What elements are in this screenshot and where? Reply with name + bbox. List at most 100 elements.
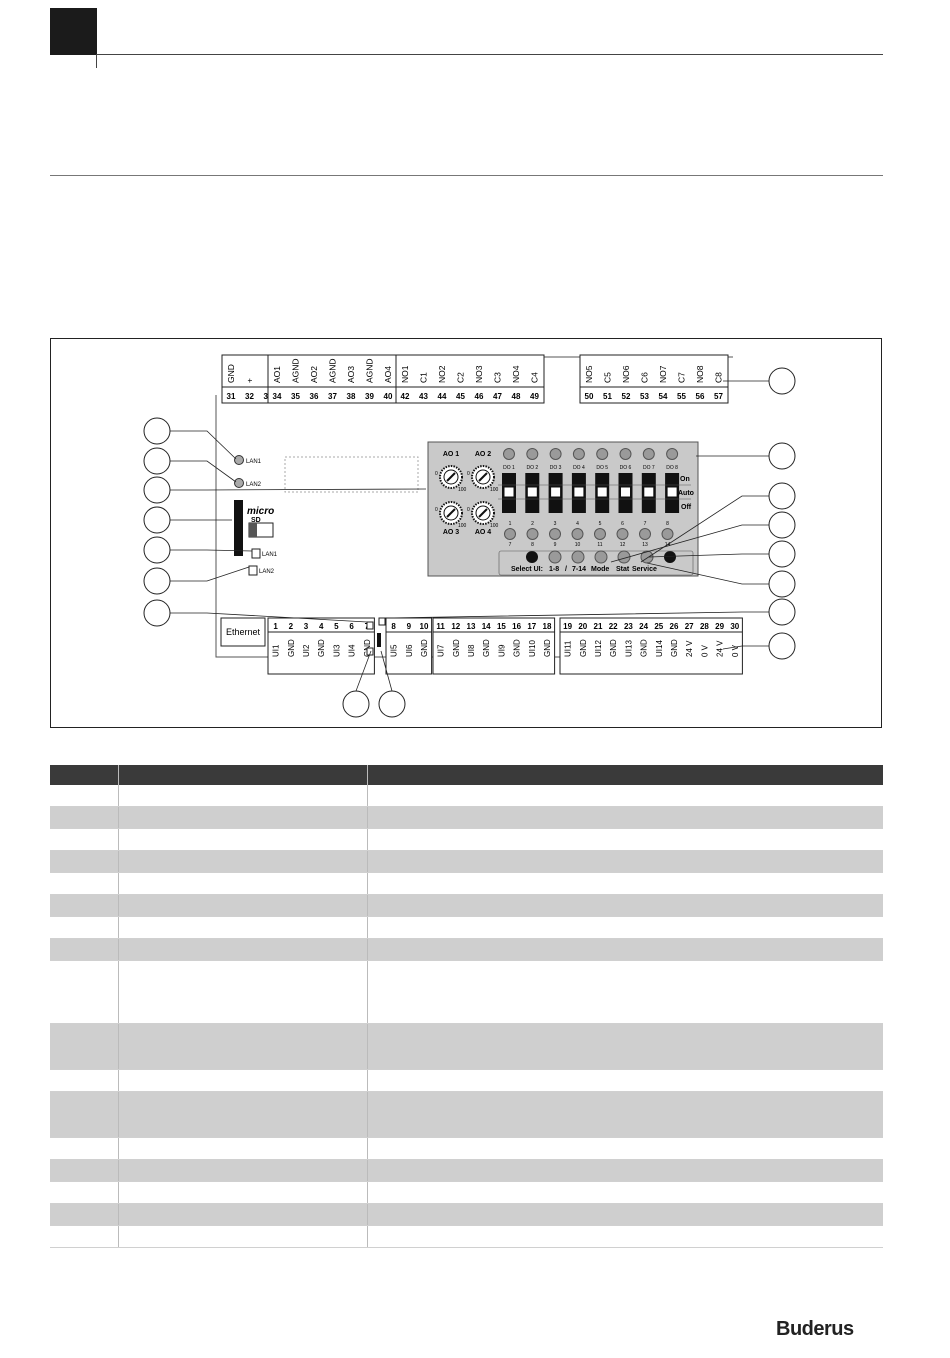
terminal-number: 28 — [700, 622, 709, 631]
terminal-number: 6 — [349, 622, 354, 631]
table-cell — [367, 960, 883, 1024]
terminal-number: 16 — [512, 622, 521, 631]
do-led-label: DO 4 — [573, 465, 585, 471]
table-row — [50, 806, 883, 829]
callout-left — [143, 506, 171, 534]
terminal-label: C2 — [456, 372, 466, 383]
lan-led-label: LAN2 — [246, 482, 262, 488]
sd-label-sd: SD — [251, 517, 261, 524]
callout-right — [768, 540, 796, 568]
terminal-number: 11 — [436, 622, 445, 631]
lan-port-label: LAN2 — [259, 569, 275, 575]
terminal-number: 46 — [475, 392, 484, 401]
callout-left — [143, 417, 171, 445]
do-led-label: DO 1 — [503, 465, 515, 471]
terminal-number: 32 — [245, 392, 254, 401]
sd-card-contacts — [249, 523, 257, 537]
table-cell — [50, 828, 119, 851]
callout-leader — [170, 549, 253, 552]
terminal-number: 35 — [291, 392, 300, 401]
table-cell — [50, 806, 119, 829]
table-cell — [118, 1069, 368, 1092]
terminal-label: UI11 — [564, 640, 573, 657]
table-cell — [118, 785, 368, 807]
terminal-label: NO3 — [474, 365, 484, 383]
callout-leader — [640, 495, 769, 563]
range-label: 1-8 — [549, 566, 559, 573]
ui-led-label-bottom: 8 — [531, 542, 534, 548]
table-row — [50, 1225, 883, 1248]
ui-led-label-bottom: 9 — [554, 542, 557, 548]
ui-led — [571, 528, 584, 540]
table-cell — [118, 850, 368, 873]
section-rule — [50, 175, 883, 176]
ui-led — [526, 528, 539, 540]
jumper-pin — [378, 617, 386, 626]
terminal-label: UI8 — [467, 644, 476, 657]
terminal-label: NO4 — [511, 365, 521, 383]
do-led-label: DO 2 — [526, 465, 538, 471]
col-header-pos — [50, 765, 119, 785]
table-row — [50, 916, 883, 939]
table-cell — [50, 916, 119, 939]
display-area — [284, 456, 419, 493]
table-cell — [50, 785, 119, 807]
callout-leader — [170, 430, 237, 460]
do-led — [572, 448, 585, 460]
do-switch-slider — [596, 486, 608, 498]
table-cell — [50, 960, 119, 1024]
terminal-number: 22 — [609, 622, 618, 631]
switch-position-label: On — [680, 476, 690, 483]
table-cell — [367, 850, 883, 873]
callout-leader — [170, 460, 237, 483]
do-switch-slider — [503, 486, 515, 498]
callout-right — [768, 442, 796, 470]
terminal-label: UI6 — [405, 644, 414, 657]
terminal-number: 8 — [391, 622, 396, 631]
table-cell — [367, 916, 883, 939]
ao-dial-pointer — [446, 508, 456, 518]
terminal-label: UI7 — [437, 644, 446, 657]
do-led-label: DO 3 — [550, 465, 562, 471]
table-cell — [50, 1225, 119, 1248]
terminal-number: 12 — [451, 622, 460, 631]
terminal-number: 43 — [419, 392, 428, 401]
ui-led-label-bottom: 7 — [509, 542, 512, 548]
dial-scale-min: 0 — [467, 471, 470, 477]
terminal-number: 56 — [696, 392, 705, 401]
lan-led — [234, 478, 244, 488]
table-cell — [118, 916, 368, 939]
ui-led-label-bottom: 10 — [575, 542, 581, 548]
terminal-label: AGND — [365, 358, 375, 383]
terminal-label: UI4 — [348, 644, 357, 657]
terminal-number: 40 — [384, 392, 393, 401]
ui-led-label-bottom: 11 — [597, 542, 602, 548]
table-header — [50, 765, 883, 785]
terminal-label: UI9 — [497, 644, 506, 657]
terminal-label: GND — [452, 639, 461, 657]
terminal-label: GND — [640, 639, 649, 657]
terminal-label: NO5 — [584, 365, 594, 383]
do-switch-slider — [666, 486, 678, 498]
terminal-number: 34 — [273, 392, 282, 401]
terminal-label: C1 — [419, 372, 429, 383]
terminal-label: UI14 — [655, 640, 664, 657]
table-cell — [50, 894, 119, 917]
do-led-label: DO 5 — [596, 465, 608, 471]
do-switch-slider — [643, 486, 655, 498]
table-cell — [367, 828, 883, 851]
table-cell — [50, 1137, 119, 1160]
status-label: Stat — [616, 566, 630, 573]
table-row — [50, 1091, 883, 1138]
ui-led — [549, 528, 561, 540]
table-cell — [50, 1091, 119, 1138]
switch-position-label: Auto — [678, 490, 694, 497]
table-cell — [367, 785, 883, 807]
terminal-number: 25 — [654, 622, 663, 631]
callout-leader — [722, 645, 769, 650]
terminal-label: AO2 — [309, 366, 319, 383]
range-separator: / — [565, 566, 567, 573]
terminal-label: GND — [317, 639, 326, 657]
sd-label-micro: micro — [247, 506, 274, 517]
ethernet-port — [220, 617, 266, 647]
